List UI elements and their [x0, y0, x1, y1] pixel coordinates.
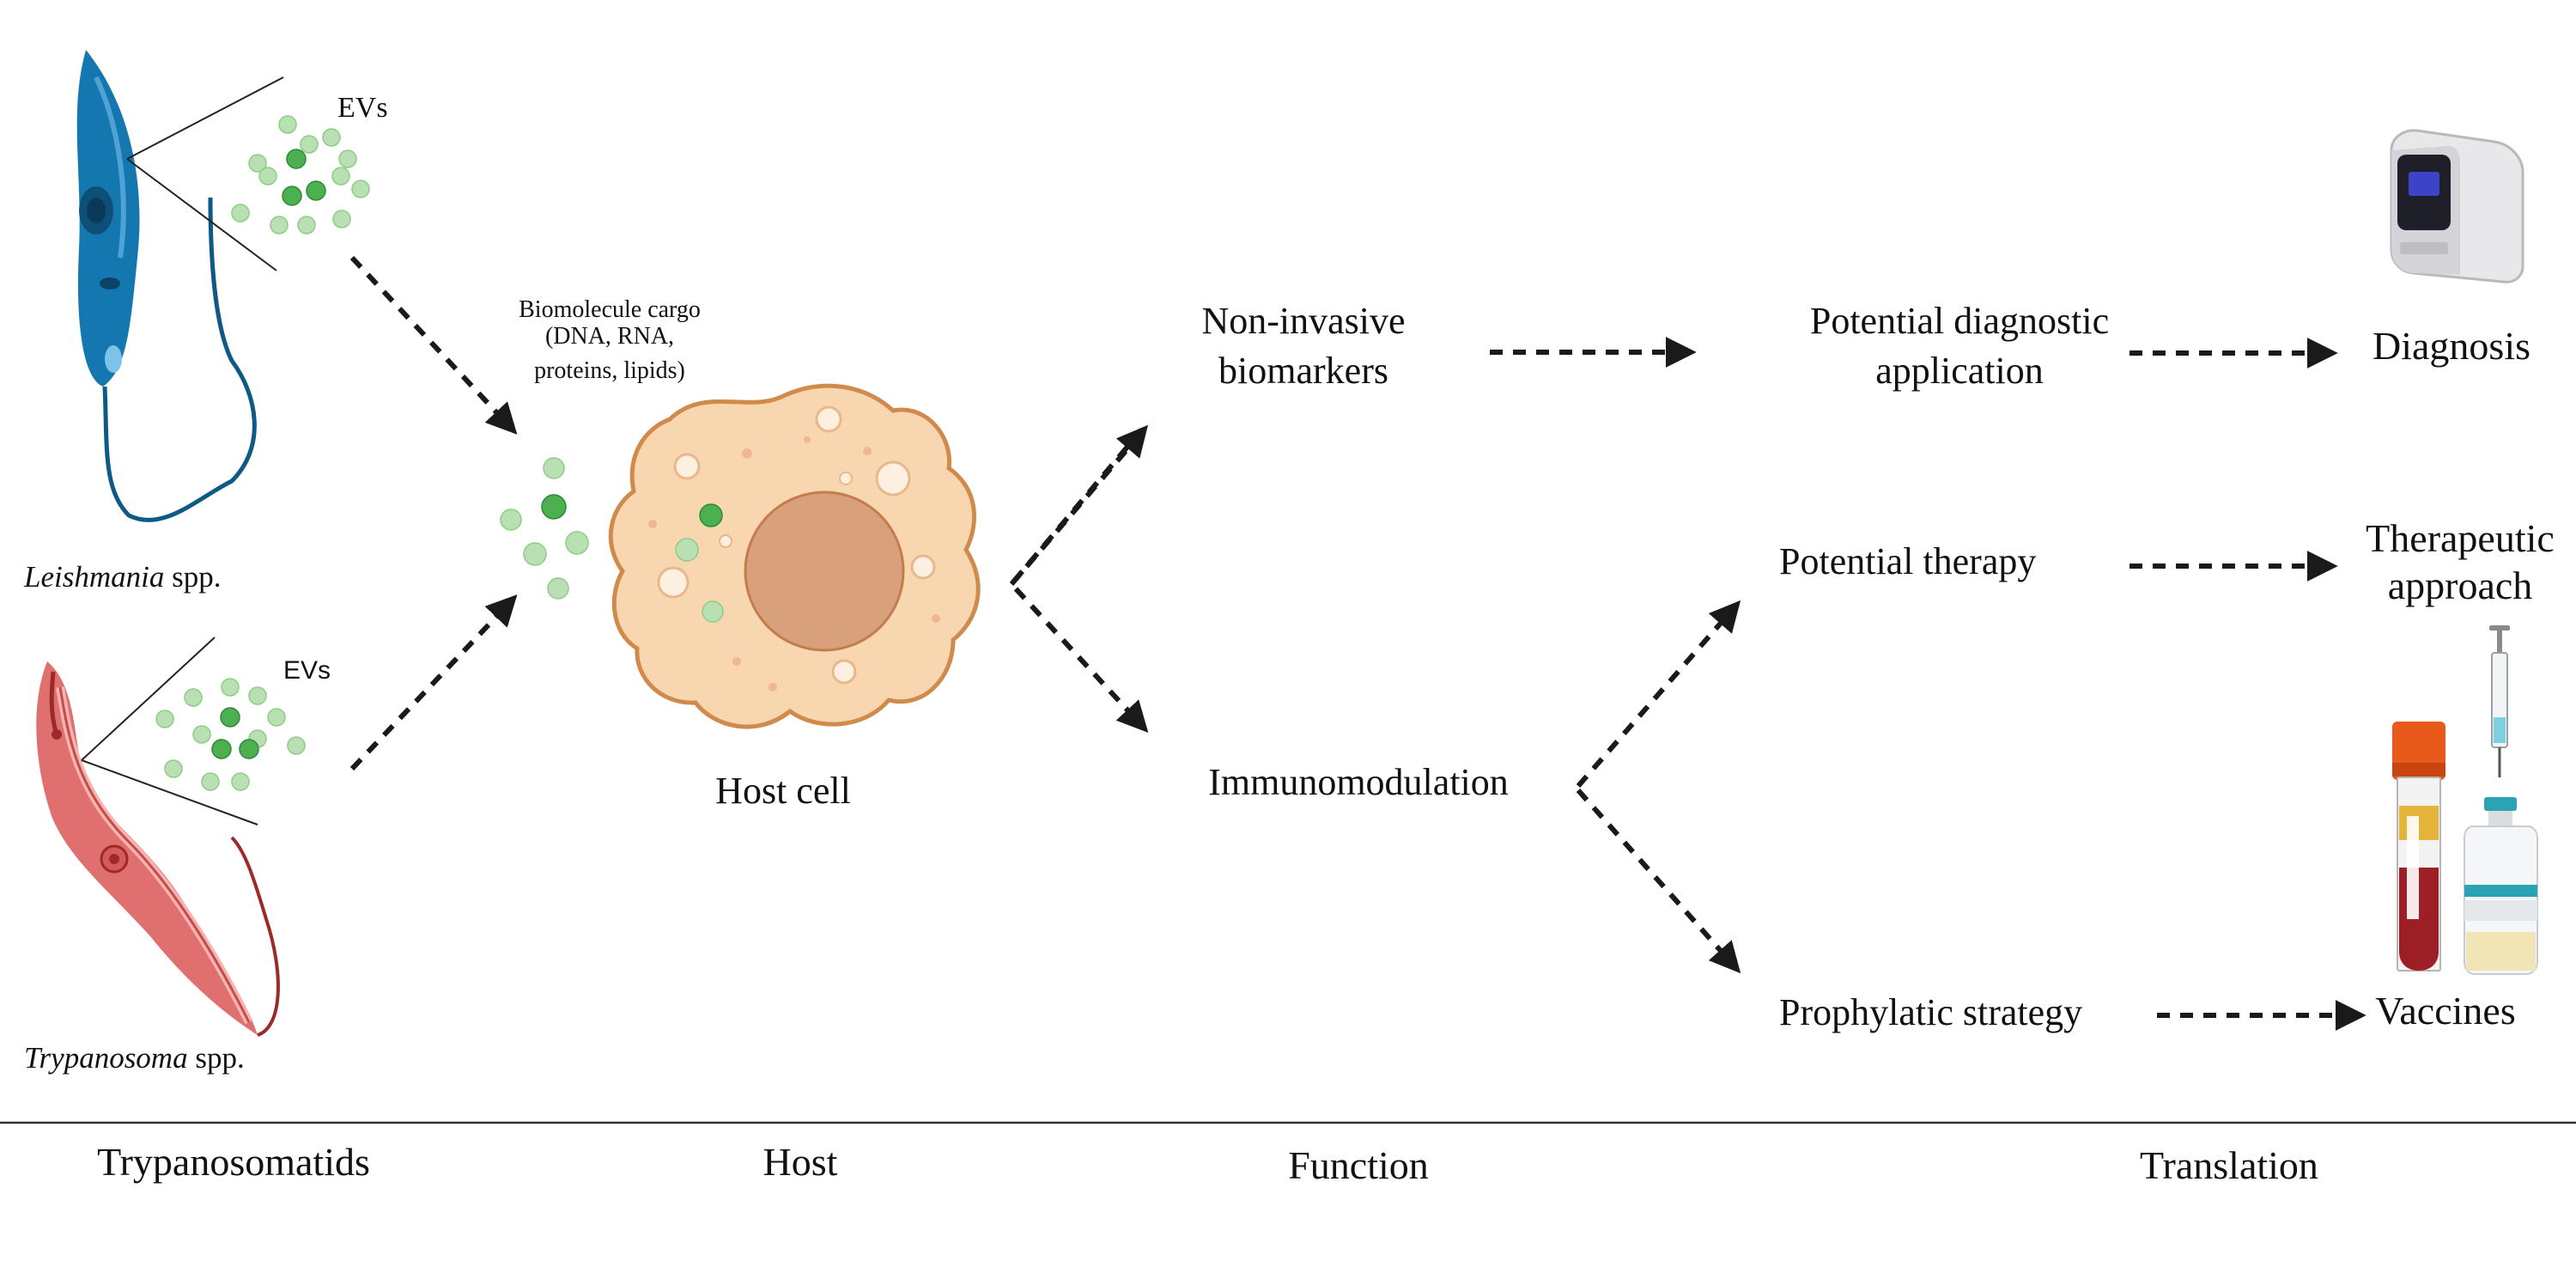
ev-vesicle — [286, 149, 307, 169]
ev-vesicle — [565, 531, 589, 555]
trypanosoma-evs-label: EVs — [283, 656, 331, 685]
ev-vesicle — [239, 739, 259, 759]
blood-tube-icon — [2392, 722, 2445, 972]
ev-vesicle — [231, 204, 250, 222]
host-cell-icon — [608, 383, 981, 729]
therapeutic-line-1: Therapeutic — [2366, 516, 2555, 560]
ev-vesicle — [541, 494, 567, 520]
footer-function: Function — [1288, 1143, 1429, 1187]
ev-vesicle — [297, 216, 316, 235]
cargo-line-3: proteins, lipids) — [534, 357, 685, 384]
trypanosoma-ev-callout — [81, 637, 258, 825]
vaccines-label: Vaccines — [2375, 989, 2515, 1033]
cargo-line-2: (DNA, RNA, — [545, 323, 674, 350]
ev-vesicle — [192, 725, 211, 744]
ev-vesicle — [523, 542, 547, 566]
immunomodulation-label: Immunomodulation — [1208, 761, 1509, 803]
ev-vesicle — [306, 180, 326, 201]
footer-trypanosomatids: Trypanosomatids — [97, 1140, 370, 1184]
syringe-vial-icon — [2464, 625, 2538, 975]
arrow-host-to-immunomodulation — [1008, 428, 1149, 733]
ev-vesicle — [699, 503, 723, 527]
arrow-host-to-biomarkers — [1009, 424, 1149, 586]
ev-vesicle — [248, 686, 267, 705]
ev-vesicle — [351, 180, 370, 198]
trypanosoma-parasite-icon — [36, 661, 280, 1037]
arrow-leishmania-to-host — [349, 255, 518, 435]
biomarkers-line-2: biomarkers — [1218, 350, 1388, 392]
trypanosoma-suffix: spp. — [188, 1041, 245, 1075]
cargo-line-1: Biomolecule cargo — [519, 296, 701, 323]
ev-vesicle — [184, 688, 203, 707]
ev-vesicle — [332, 210, 351, 228]
ev-vesicle — [211, 739, 232, 759]
ev-vesicle — [258, 167, 277, 186]
trypanosoma-genus: Trypanosoma — [24, 1041, 188, 1075]
ev-vesicle — [282, 186, 302, 206]
leishmania-evs-label: EVs — [337, 92, 388, 124]
ev-vesicle — [270, 216, 289, 235]
leishmania-suffix: spp. — [164, 560, 221, 594]
leishmania-parasite-icon — [76, 50, 257, 522]
leishmania-genus: Leishmania — [23, 560, 164, 594]
ev-vesicle — [267, 708, 286, 727]
ev-vesicle — [155, 710, 174, 728]
arrow-immunomodulation-to-therapy — [1576, 600, 1741, 788]
ev-vesicle — [338, 149, 357, 168]
biomarkers-line-1: Non-invasive — [1201, 300, 1405, 342]
ev-vesicle — [221, 678, 240, 697]
diagnostic-line-1: Potential diagnostic — [1810, 300, 2109, 342]
ev-vesicle — [164, 759, 183, 778]
ev-vesicle — [543, 457, 565, 479]
prophylactic-label: Prophylatic strategy — [1779, 991, 2082, 1033]
arrow-trypanosoma-to-host — [349, 594, 518, 771]
host-cell-label: Host cell — [715, 770, 851, 812]
ev-vesicle — [278, 115, 297, 134]
therapeutic-line-2: approach — [2388, 563, 2533, 607]
ev-vesicle — [322, 128, 341, 147]
trypanosoma-ev-cluster — [155, 678, 306, 791]
ev-vesicle — [702, 600, 724, 623]
internalized-ev-cluster — [675, 503, 724, 623]
ev-vesicle — [248, 154, 267, 173]
ev-vesicle — [231, 772, 250, 791]
footer-host: Host — [763, 1140, 838, 1184]
therapy-label: Potential therapy — [1779, 540, 2036, 582]
ev-vesicle — [547, 577, 569, 600]
leishmania-ev-cluster — [231, 115, 370, 235]
leishmania-ev-callout — [126, 76, 284, 271]
ev-vesicle — [500, 509, 522, 531]
ev-vesicle — [331, 167, 350, 186]
ev-vesicle — [300, 135, 319, 154]
ev-vesicle — [287, 736, 306, 755]
diagnostic-line-2: application — [1875, 350, 2044, 392]
arrow-immunomodulation-to-prophylactic — [1576, 789, 1741, 974]
ev-vesicle — [220, 707, 240, 728]
footer-translation: Translation — [2140, 1143, 2318, 1187]
released-ev-cluster — [500, 457, 589, 600]
qpcr-machine-icon — [2390, 129, 2524, 283]
diagnosis-label: Diagnosis — [2372, 324, 2530, 368]
ev-vesicle — [201, 772, 220, 791]
trypanosoma-name: Trypanosoma spp. — [24, 1041, 245, 1075]
ev-vesicle — [675, 538, 699, 562]
leishmania-name: Leishmania spp. — [23, 560, 221, 594]
